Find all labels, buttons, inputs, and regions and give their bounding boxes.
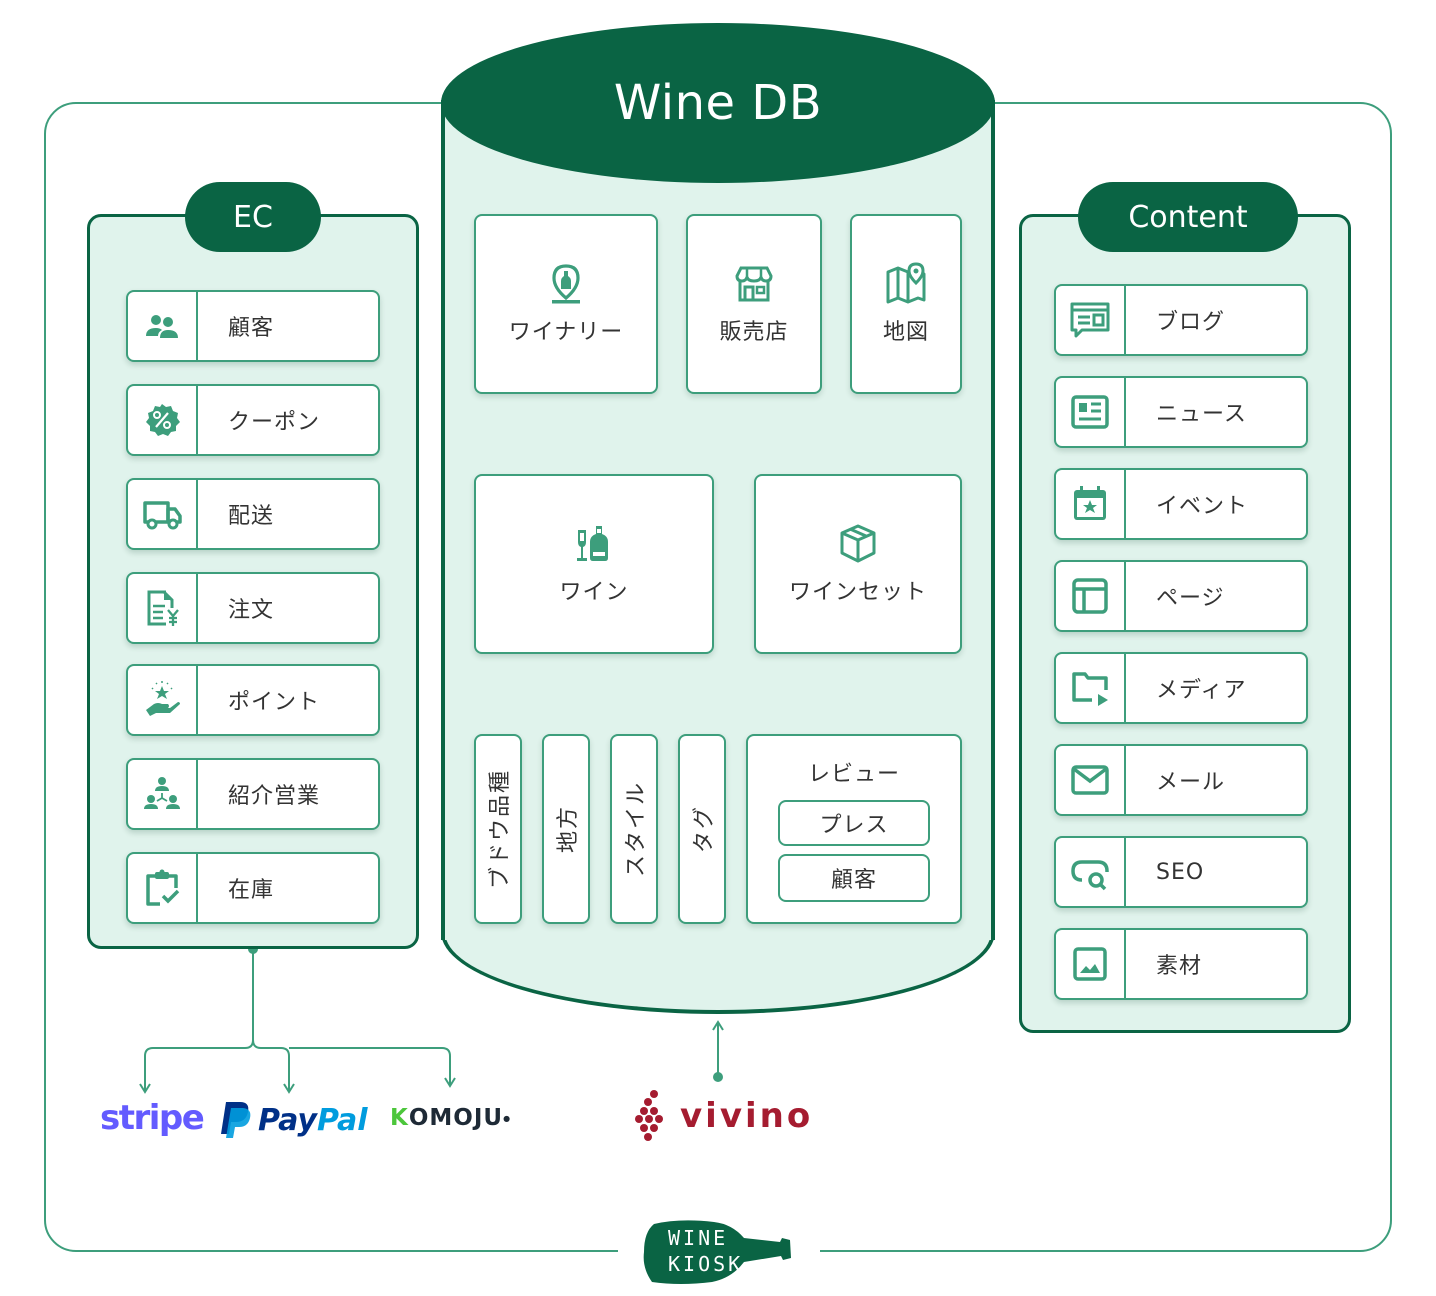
paypal-p-icon	[221, 1102, 251, 1138]
db-entity-map[interactable]: 地図	[850, 214, 962, 394]
content-item-blog[interactable]: ブログ	[1054, 284, 1308, 356]
clipboard-check-icon	[128, 854, 198, 922]
mail-icon	[1056, 746, 1126, 814]
item-label: 配送	[228, 504, 275, 529]
newspaper-icon	[1056, 378, 1126, 446]
content-panel-title: Content	[1078, 182, 1298, 252]
item-label: SEO	[1156, 859, 1205, 885]
item-label: クーポン	[228, 410, 321, 435]
wine-kiosk-logo: WINE KIOSK	[640, 1218, 796, 1286]
db-attr-grape-variety[interactable]: ブドウ品種	[474, 734, 522, 924]
paypal-pay: Pay	[258, 1102, 317, 1138]
grape-cluster-icon	[635, 1090, 663, 1141]
ec-item-shipping[interactable]: 配送	[126, 478, 380, 550]
brand-line-2: KIOSK	[668, 1252, 744, 1276]
percent-badge-icon	[128, 386, 198, 454]
invoice-yen-icon	[128, 574, 198, 642]
paypal-wordmark: PayPal	[258, 1103, 368, 1138]
content-item-events[interactable]: イベント	[1054, 468, 1308, 540]
content-item-assets[interactable]: 素材	[1054, 928, 1308, 1000]
content-item-seo[interactable]: SEO	[1054, 836, 1308, 908]
entity-label: ワインセット	[788, 580, 927, 605]
seo-search-icon	[1056, 838, 1126, 906]
referral-network-icon	[128, 760, 198, 828]
store-icon	[735, 266, 773, 302]
ec-item-orders[interactable]: 注文	[126, 572, 380, 644]
paypal-logo: PayPal	[218, 1098, 368, 1142]
brand-line-1: WINE	[668, 1226, 729, 1250]
item-label: ページ	[1156, 586, 1225, 611]
ec-item-points[interactable]: ポイント	[126, 664, 380, 736]
db-entity-wine-set[interactable]: ワインセット	[754, 474, 962, 654]
content-item-pages[interactable]: ページ	[1054, 560, 1308, 632]
attr-label: 地方	[556, 804, 582, 854]
wine-glass-bottle-icon	[577, 526, 608, 561]
db-entity-winery[interactable]: ワイナリー	[474, 214, 658, 394]
item-label: 在庫	[228, 878, 275, 903]
komoju-rest: OMOJU	[408, 1105, 504, 1131]
content-item-mail[interactable]: メール	[1054, 744, 1308, 816]
media-folder-icon	[1056, 654, 1126, 722]
stripe-logo: stripe	[100, 1098, 205, 1138]
db-entity-store[interactable]: 販売店	[686, 214, 822, 394]
calendar-star-icon	[1056, 470, 1126, 538]
item-label: 注文	[228, 598, 275, 623]
item-label: ポイント	[228, 690, 321, 715]
page-layout-icon	[1056, 562, 1126, 630]
item-label: メディア	[1156, 678, 1247, 703]
hand-star-icon	[128, 666, 198, 734]
paypal-pal: Pal	[316, 1102, 368, 1138]
db-attr-region[interactable]: 地方	[542, 734, 590, 924]
truck-icon	[128, 480, 198, 548]
komoju-k: K	[390, 1105, 409, 1131]
registered-mark: ●	[503, 1113, 512, 1123]
ec-item-referral[interactable]: 紹介営業	[126, 758, 380, 830]
blog-comment-icon	[1056, 286, 1126, 354]
content-item-news[interactable]: ニュース	[1054, 376, 1308, 448]
box-icon	[840, 524, 876, 563]
entity-label: 地図	[882, 320, 929, 345]
item-label: ブログ	[1156, 310, 1226, 335]
bottle-shape-icon	[643, 1220, 791, 1284]
ec-item-customers[interactable]: 顧客	[126, 290, 380, 362]
ec-item-inventory[interactable]: 在庫	[126, 852, 380, 924]
vivino-logo: vivino	[634, 1090, 813, 1142]
item-label: ニュース	[1156, 402, 1247, 427]
review-label: レビュー	[807, 762, 900, 787]
ec-panel-title: EC	[185, 182, 321, 252]
vivino-wordmark: vivino	[680, 1096, 814, 1136]
review-sub-press[interactable]: プレス	[778, 800, 930, 846]
entity-label: ワイナリー	[508, 320, 624, 345]
db-attr-style[interactable]: スタイル	[610, 734, 658, 924]
entity-label: 販売店	[719, 320, 789, 345]
review-sub-customer[interactable]: 顧客	[778, 854, 930, 902]
content-item-media[interactable]: メディア	[1054, 652, 1308, 724]
db-entity-wine[interactable]: ワイン	[474, 474, 714, 654]
item-label: 素材	[1156, 954, 1203, 979]
item-label: メール	[1156, 770, 1226, 795]
item-label: 紹介営業	[228, 784, 321, 809]
attr-label: タグ	[692, 804, 718, 854]
image-icon	[1056, 930, 1126, 998]
attr-label: ブドウ品種	[488, 768, 514, 890]
winery-location-pin-icon	[552, 264, 580, 304]
db-title: Wine DB	[441, 23, 995, 183]
users-icon	[128, 292, 198, 360]
attr-label: スタイル	[624, 780, 650, 878]
item-label: 顧客	[228, 316, 275, 341]
ec-item-coupons[interactable]: クーポン	[126, 384, 380, 456]
item-label: イベント	[1156, 494, 1249, 519]
map-pin-icon	[886, 262, 926, 304]
db-attr-tag[interactable]: タグ	[678, 734, 726, 924]
entity-label: ワイン	[559, 580, 629, 605]
